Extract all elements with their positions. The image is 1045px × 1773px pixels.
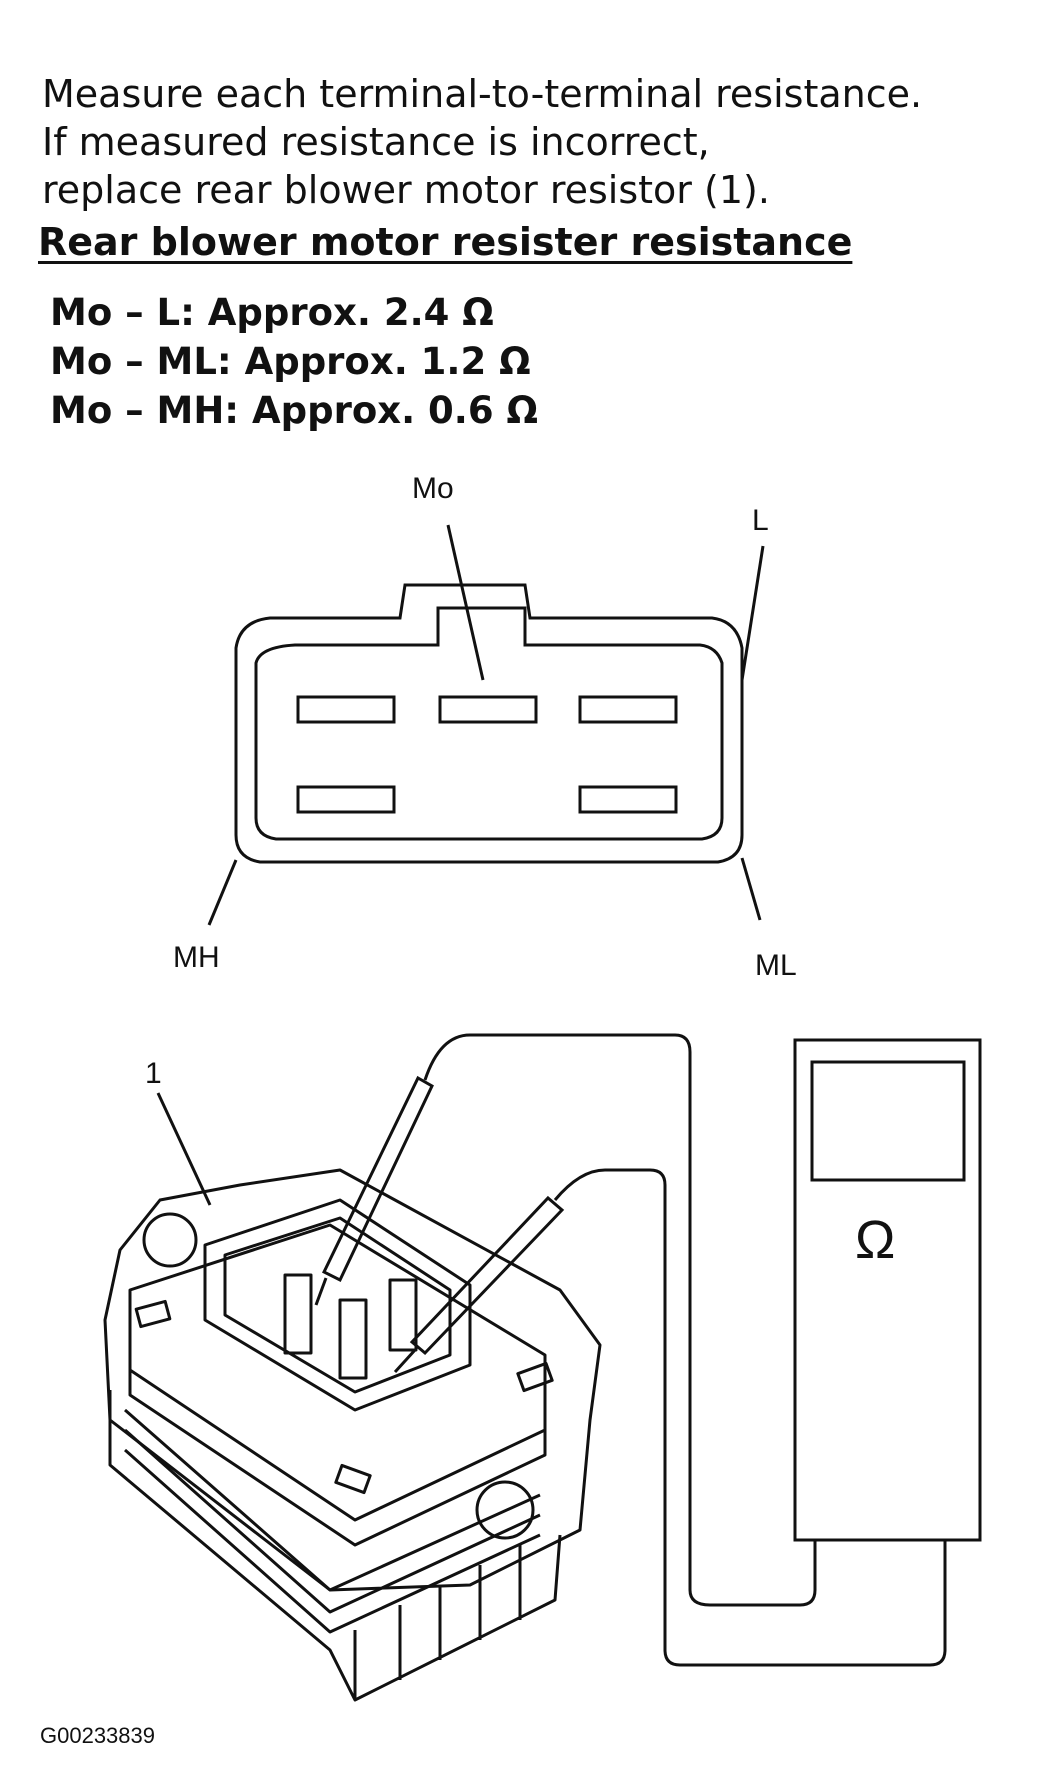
- spec-heading: Rear blower motor resister resistance: [38, 220, 853, 264]
- mounting-hole-right: [475, 1480, 535, 1540]
- ohmmeter: [793, 1038, 982, 1542]
- leader-ml: [740, 857, 762, 921]
- label-mo: Mo: [412, 472, 454, 505]
- spec-mo-mh: Mo – MH: Approx. 0.6 Ω: [50, 389, 538, 432]
- connector-outer-housing: [234, 583, 744, 864]
- instructions: Measure each terminal-to-terminal resist…: [42, 70, 922, 214]
- blower-motor-resistor-illustration: [103, 1168, 602, 1702]
- probe-left: [322, 1075, 434, 1283]
- ohm-symbol-icon: Ω: [855, 1210, 895, 1270]
- ohmmeter-display: [810, 1060, 966, 1182]
- label-mh: MH: [173, 941, 220, 974]
- terminal-slot-top-right: [578, 695, 678, 724]
- terminal-slot-ml: [578, 785, 678, 814]
- leader-mh: [207, 859, 238, 926]
- instruction-line: replace rear blower motor resistor (1).: [42, 168, 770, 212]
- leader-l: [740, 545, 765, 681]
- mounting-hole-left: [142, 1212, 198, 1268]
- leader-mo: [446, 524, 485, 681]
- label-ml: ML: [755, 949, 797, 982]
- label-l: L: [752, 504, 769, 537]
- resistor-mounting-plate: [103, 1168, 602, 1592]
- terminal-slot-mh: [296, 785, 396, 814]
- probe-right: [409, 1195, 565, 1356]
- terminal-slot-mo: [438, 695, 538, 724]
- leader-component-1: [156, 1092, 212, 1206]
- instruction-line: Measure each terminal-to-terminal resist…: [42, 72, 923, 116]
- connector-inner-housing: [254, 606, 724, 841]
- test-probes: [314, 1033, 947, 1667]
- resistor-heat-sink: [108, 1390, 562, 1702]
- figure-id: G00233839: [40, 1723, 155, 1748]
- resistor-connector-socket: [203, 1198, 472, 1412]
- callout-1: 1: [145, 1057, 162, 1090]
- spec-mo-ml: Mo – ML: Approx. 1.2 Ω: [50, 340, 531, 383]
- probe-lead-right: [553, 1168, 947, 1667]
- resistance-spec-list: Mo – L: Approx. 2.4 Ω Mo – ML: Approx. 1…: [50, 288, 538, 435]
- terminal-slot-l: [296, 695, 396, 724]
- ohmmeter-body: [793, 1038, 982, 1542]
- instruction-line: If measured resistance is incorrect,: [42, 120, 710, 164]
- probe-lead-left: [423, 1033, 817, 1607]
- spec-mo-l: Mo – L: Approx. 2.4 Ω: [50, 291, 494, 334]
- connector-face-diagram: [207, 524, 765, 926]
